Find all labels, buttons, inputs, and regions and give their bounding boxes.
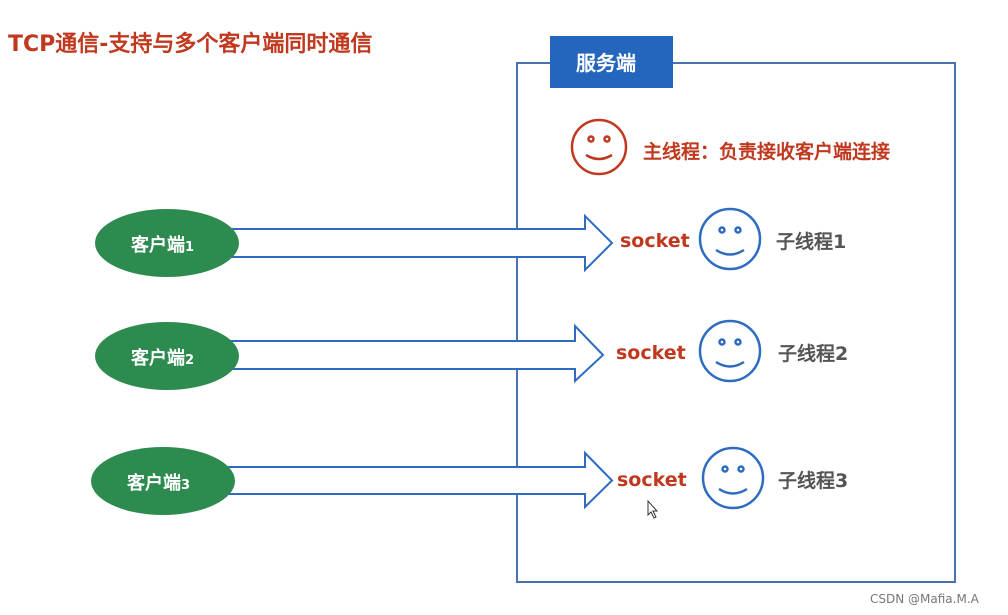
watermark: CSDN @Mafia.M.A	[870, 592, 979, 606]
server-tab	[550, 36, 673, 88]
sub-thread-smiley-icon	[701, 446, 765, 510]
client-label: 客户端3	[127, 469, 190, 495]
socket-label: socket	[620, 230, 690, 252]
server-box	[516, 62, 956, 583]
client-label: 客户端1	[131, 231, 194, 257]
sub-thread-label: 子线程3	[778, 470, 849, 492]
page-title: TCP通信-支持与多个客户端同时通信	[8, 32, 373, 57]
client-name: 客户端	[127, 473, 181, 494]
sub-thread-smiley-icon	[698, 319, 762, 383]
client-number: 3	[181, 478, 191, 493]
client-ellipse	[95, 322, 239, 390]
client-name: 客户端	[131, 235, 185, 256]
client-name: 客户端	[131, 348, 185, 369]
client-label: 客户端2	[131, 344, 194, 370]
mouse-cursor-icon	[647, 499, 659, 519]
sub-thread-label: 子线程1	[776, 231, 847, 253]
connection-arrow	[206, 323, 605, 384]
connection-arrow	[202, 450, 614, 510]
socket-label: socket	[616, 342, 686, 364]
sub-thread-smiley-icon	[698, 207, 762, 271]
client-number: 2	[185, 353, 195, 368]
client-ellipse	[91, 447, 235, 515]
client-ellipse	[95, 209, 239, 277]
server-label: 服务端	[576, 51, 636, 75]
socket-label: socket	[617, 469, 687, 491]
sub-thread-label: 子线程2	[778, 343, 849, 365]
main-thread-smiley-icon	[570, 118, 628, 176]
client-number: 1	[185, 240, 195, 255]
connection-arrow	[206, 213, 614, 273]
main-thread-label: 主线程：负责接收客户端连接	[643, 141, 891, 163]
